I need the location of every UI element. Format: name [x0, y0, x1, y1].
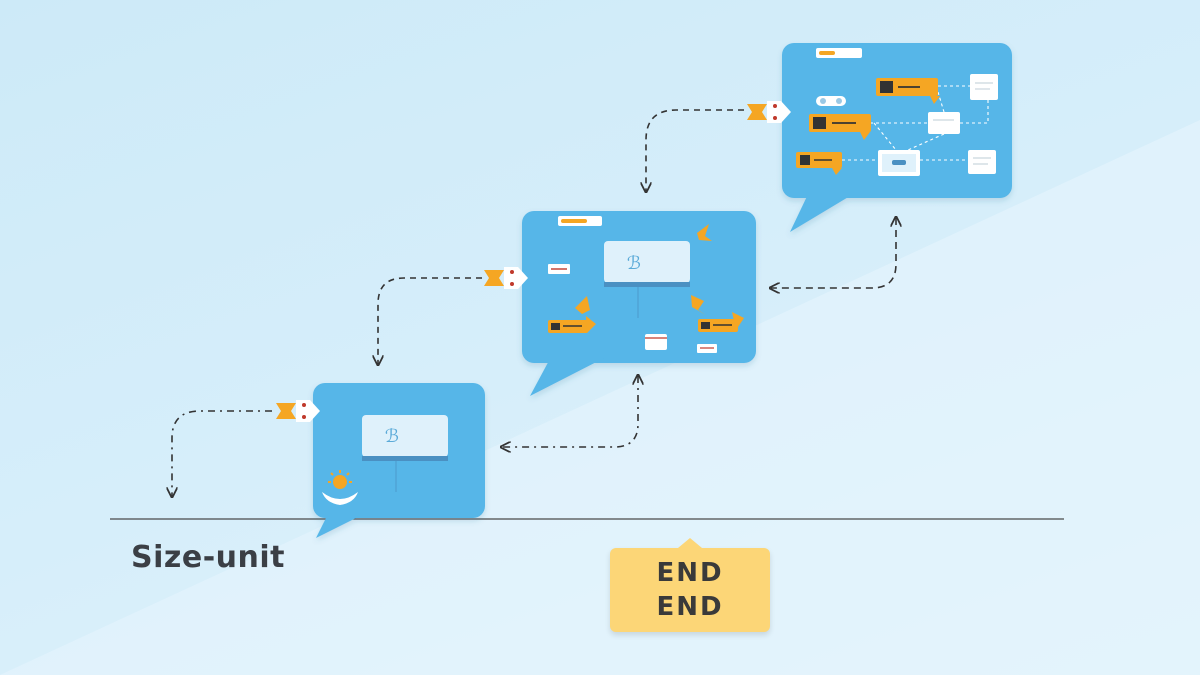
- title-bar-icon: [816, 48, 862, 58]
- document-icon: [928, 74, 998, 174]
- end-label-2: END: [656, 592, 724, 622]
- arrow-top-down: [646, 109, 744, 191]
- card-icon: [548, 264, 570, 274]
- connector-tab-1: [276, 400, 320, 422]
- toggle-icon: [816, 96, 846, 106]
- sun-flower-icon: [322, 470, 358, 505]
- network-diagram-icon: [842, 85, 989, 161]
- card-icon: [809, 114, 871, 140]
- screen-icon: ℬ: [604, 241, 690, 318]
- bubble-large: [782, 43, 1012, 232]
- axis-label: Size-unit: [131, 540, 285, 575]
- bird-icon: [575, 224, 712, 315]
- end-label-1: END: [656, 558, 724, 588]
- diagonal-band: [0, 120, 1200, 675]
- card-icon: [876, 78, 940, 104]
- arrow-right-return: [771, 218, 896, 288]
- connector-tab-2: [484, 267, 528, 289]
- window-icon: [645, 334, 717, 353]
- screen-icon: [878, 150, 920, 176]
- arrow-left-down: [172, 410, 272, 496]
- card-icon: [698, 312, 744, 332]
- title-bar-icon: [558, 216, 602, 226]
- card-icon: [796, 152, 842, 175]
- card-icon: [548, 316, 596, 333]
- svg-text:ℬ: ℬ: [385, 426, 399, 447]
- screen-icon: ℬ: [362, 415, 448, 492]
- end-box: END END: [610, 538, 770, 632]
- connector-tab-3: [747, 101, 791, 123]
- svg-text:ℬ: ℬ: [627, 253, 641, 274]
- arrow-mid-down: [378, 277, 482, 364]
